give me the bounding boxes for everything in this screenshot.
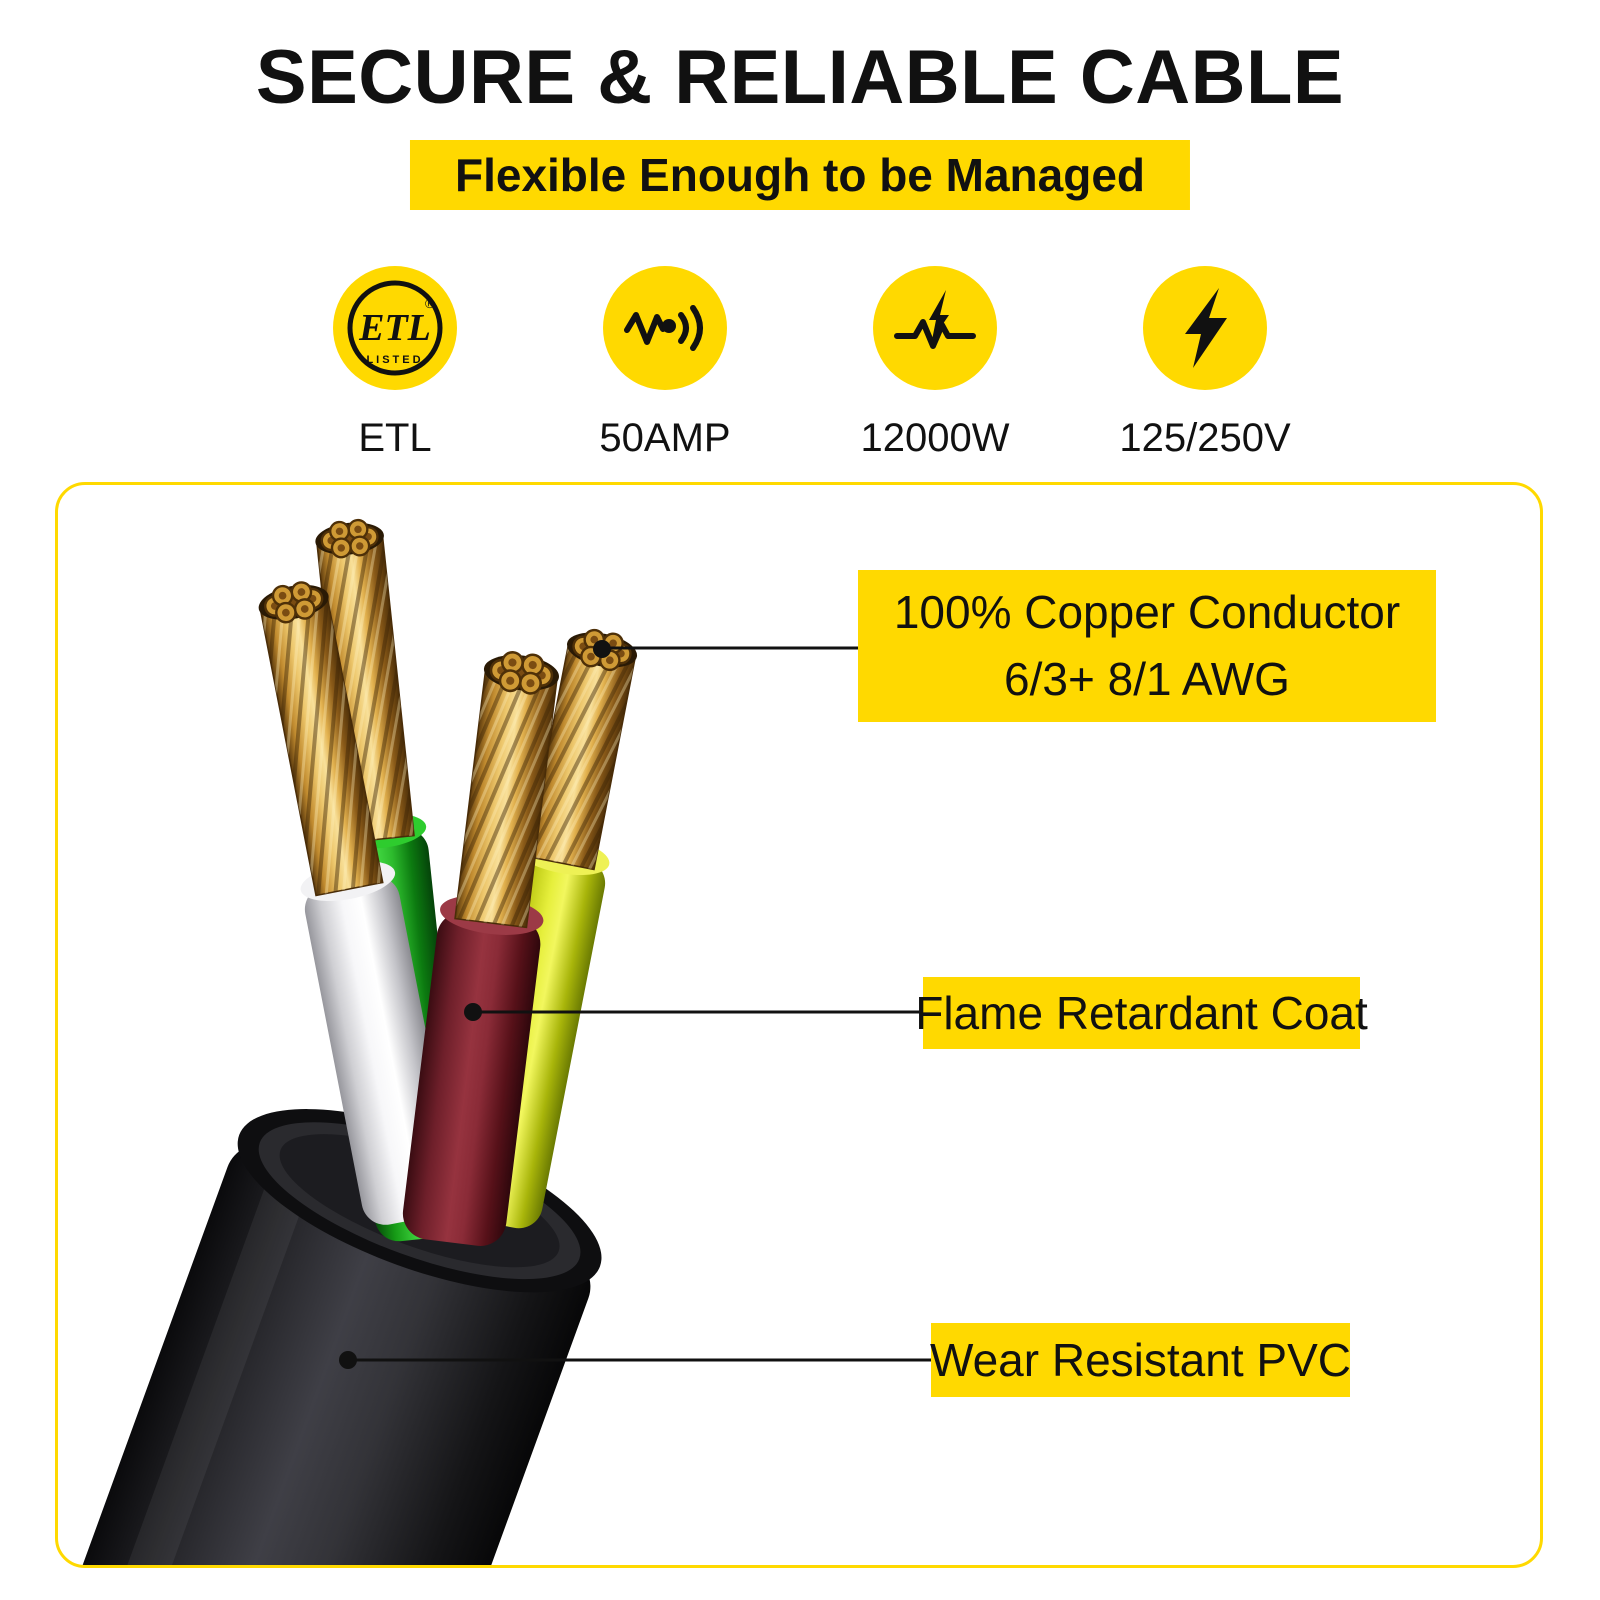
feature-voltage: 125/250V bbox=[1118, 266, 1293, 461]
etl-icon-text: ETL bbox=[358, 307, 431, 349]
feature-amps: 50AMP bbox=[578, 266, 753, 461]
etl-icon-reg: ® bbox=[425, 296, 435, 311]
callout-flame-line1: Flame Retardant Coat bbox=[915, 986, 1368, 1039]
copper-bundle-maroon bbox=[454, 649, 561, 929]
callout-dot-copper bbox=[593, 640, 611, 658]
feature-row: ETL ® LISTED ETL 50AMP 12000W bbox=[0, 266, 1600, 461]
callout-copper-line2: 6/3+ 8/1 AWG bbox=[1004, 653, 1290, 705]
feature-watts: 12000W bbox=[848, 266, 1023, 461]
feature-label-watts: 12000W bbox=[860, 416, 1010, 460]
etl-listed-icon: ETL ® LISTED bbox=[333, 266, 457, 390]
watt-pulse-bolt-icon bbox=[873, 266, 997, 390]
callout-dot-pvc bbox=[339, 1351, 357, 1369]
callout-connectors bbox=[352, 646, 931, 1362]
feature-label-amps: 50AMP bbox=[599, 416, 731, 460]
cable-diagram-panel: 100% Copper Conductor 6/3+ 8/1 AWG Flame… bbox=[55, 482, 1543, 1568]
callout-copper-conductor: 100% Copper Conductor 6/3+ 8/1 AWG bbox=[858, 570, 1436, 722]
callout-pvc-line1: Wear Resistant PVC bbox=[930, 1333, 1351, 1386]
callout-dots bbox=[339, 640, 611, 1369]
callout-wear-resistant-pvc: Wear Resistant PVC bbox=[930, 1323, 1351, 1397]
callout-dot-flame bbox=[464, 1003, 482, 1021]
callout-copper-line1: 100% Copper Conductor bbox=[893, 586, 1401, 639]
feature-etl: ETL ® LISTED ETL bbox=[308, 266, 483, 461]
feature-label-voltage: 125/250V bbox=[1119, 416, 1291, 460]
wire-white bbox=[243, 575, 457, 1225]
etl-icon-subtext: LISTED bbox=[366, 354, 423, 366]
subtitle-banner: Flexible Enough to be Managed bbox=[409, 140, 1191, 210]
cable-illustration bbox=[58, 485, 931, 1565]
callout-flame-retardant: Flame Retardant Coat bbox=[915, 977, 1368, 1049]
amp-vibration-wave-icon bbox=[603, 266, 727, 390]
copper-bundle-white bbox=[255, 578, 384, 897]
page-title: SECURE & RELIABLE CABLE bbox=[255, 35, 1345, 120]
wire-maroon bbox=[402, 647, 576, 1246]
feature-label-etl: ETL bbox=[358, 416, 432, 460]
voltage-lightning-bolt-icon bbox=[1143, 266, 1267, 390]
